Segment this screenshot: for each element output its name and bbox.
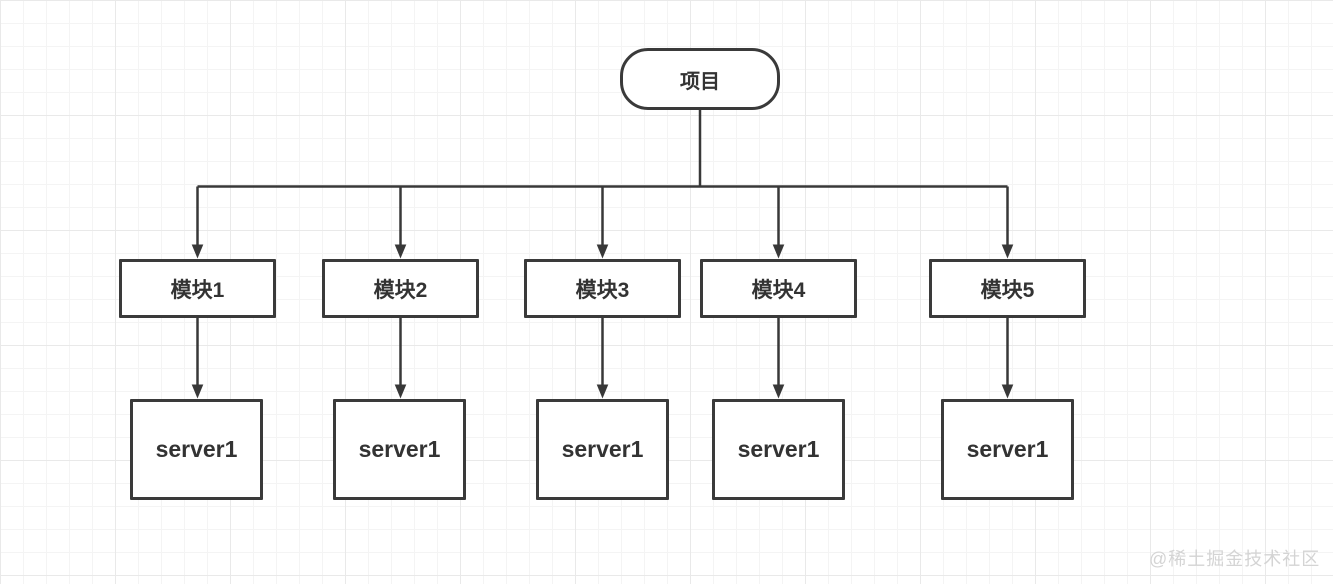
module-node: 模块1 xyxy=(119,259,276,318)
arrowhead-icon xyxy=(772,244,785,259)
module-node: 模块3 xyxy=(524,259,681,318)
server-label: server1 xyxy=(737,436,820,462)
module-label: 模块1 xyxy=(170,278,225,302)
module-label: 模块5 xyxy=(980,278,1035,302)
project-node: 项目 xyxy=(620,48,780,110)
server-node: server1 xyxy=(536,399,669,500)
module-label: 模块3 xyxy=(575,278,630,302)
arrowhead-icon xyxy=(1001,244,1014,259)
arrowhead-icon xyxy=(191,384,204,399)
server-label: server1 xyxy=(155,436,238,462)
arrowhead-icon xyxy=(394,384,407,399)
watermark: @稀土掘金技术社区 xyxy=(1149,549,1321,569)
module-node: 模块5 xyxy=(929,259,1086,318)
project-label: 项目 xyxy=(680,70,720,93)
arrowhead-icon xyxy=(596,244,609,259)
server-node: server1 xyxy=(941,399,1074,500)
module-node: 模块4 xyxy=(700,259,857,318)
arrowhead-icon xyxy=(191,244,204,259)
server-node: server1 xyxy=(130,399,263,500)
arrowhead-icon xyxy=(772,384,785,399)
server-node: server1 xyxy=(712,399,845,500)
module-label: 模块2 xyxy=(373,278,428,302)
module-node: 模块2 xyxy=(322,259,479,318)
module-label: 模块4 xyxy=(751,278,806,302)
arrowhead-icon xyxy=(394,244,407,259)
server-label: server1 xyxy=(561,436,644,462)
server-node: server1 xyxy=(333,399,466,500)
server-label: server1 xyxy=(358,436,441,462)
arrowhead-icon xyxy=(1001,384,1014,399)
arrowhead-icon xyxy=(596,384,609,399)
server-label: server1 xyxy=(966,436,1049,462)
